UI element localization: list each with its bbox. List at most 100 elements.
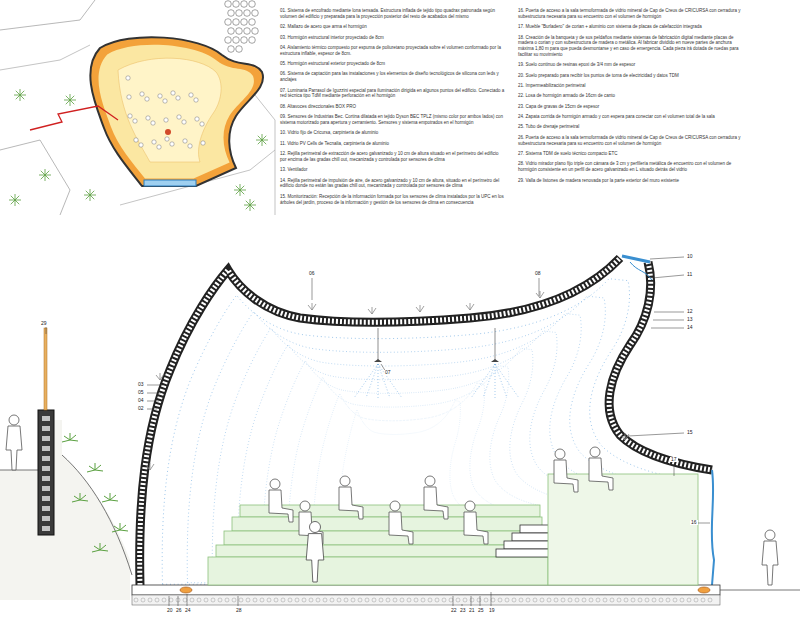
- tree-branch: [262, 136, 266, 140]
- tree-symbol: [9, 194, 21, 206]
- tree-branch: [90, 191, 94, 195]
- leader-line: [674, 464, 675, 476]
- light-beam: [378, 364, 379, 398]
- person-plan: [182, 120, 186, 124]
- roof-plant: [466, 303, 474, 310]
- gravel: [687, 598, 691, 602]
- site-line: [0, 0, 95, 30]
- gravel: [568, 598, 572, 602]
- leader-line: [651, 328, 684, 329]
- person-plan: [133, 119, 137, 123]
- person-head: [270, 479, 280, 489]
- ground-line: [0, 470, 38, 471]
- tree-symbol: [39, 169, 51, 181]
- gravel: [624, 598, 628, 602]
- legend-entry: 06. Sistema de captación para las instal…: [280, 71, 506, 83]
- floor-slab: [132, 585, 720, 595]
- gravel: [155, 598, 159, 602]
- legend-entry: 01. Sistema de encofrado mediante lona t…: [280, 8, 506, 20]
- person-body: [269, 490, 293, 522]
- seated-person: [339, 476, 363, 519]
- person-head: [300, 501, 310, 511]
- gravel: [407, 598, 411, 602]
- tree-symbol: [84, 189, 96, 201]
- gravel: [547, 598, 551, 602]
- tree-branch: [11, 200, 15, 204]
- leader-line: [653, 320, 684, 321]
- legend-entry: 13. Ventilador: [280, 167, 506, 173]
- callout-number: 07: [384, 370, 392, 375]
- gravel: [582, 598, 586, 602]
- plant: [72, 493, 88, 502]
- callout-number: 13: [686, 317, 694, 322]
- callout-number: 08: [534, 271, 542, 276]
- tree-branch: [236, 186, 240, 190]
- person-plan: [151, 121, 155, 125]
- leader-line: [471, 596, 472, 606]
- tree-branch: [240, 186, 244, 190]
- person-plan: [163, 99, 167, 103]
- tree-branch: [15, 196, 19, 200]
- person-plan: [158, 94, 162, 98]
- wall-block: [42, 496, 50, 501]
- stone: [233, 37, 240, 44]
- legend-entry: 02. Mallazo de acero que arma el hormigó…: [280, 24, 506, 30]
- tree-branch: [15, 200, 19, 204]
- person-plan: [170, 142, 174, 146]
- tree-branch: [70, 100, 74, 104]
- light-beam: [354, 364, 378, 398]
- site-line: [255, 95, 275, 215]
- gravel: [267, 598, 271, 602]
- gravel: [393, 598, 397, 602]
- leader-line: [652, 275, 684, 278]
- tree-branch: [258, 136, 262, 140]
- person-plan: [140, 92, 144, 96]
- tree-branch: [250, 201, 254, 205]
- plant: [62, 433, 78, 442]
- leader-line: [462, 604, 463, 606]
- glass-frame: [630, 262, 652, 280]
- person-plan: [126, 76, 130, 80]
- gravel: [694, 598, 698, 602]
- stone: [236, 46, 243, 53]
- stone: [225, 19, 232, 26]
- wall-block: [42, 486, 50, 491]
- site-plan: [0, 0, 275, 215]
- speaker-plan: [165, 129, 171, 135]
- tree-branch: [246, 205, 250, 209]
- building-interior-plan: [99, 45, 254, 179]
- stone: [225, 37, 232, 44]
- seating-step: [232, 517, 542, 531]
- callout-number: 10: [686, 254, 694, 259]
- wall-block: [42, 416, 50, 421]
- legend-entry: 27. Sistema TDM de suelo técnico compact…: [518, 151, 744, 157]
- callout-number: 24: [184, 608, 192, 613]
- gravel: [526, 598, 530, 602]
- tree-symbol: [256, 134, 268, 146]
- callout-number: 12: [686, 309, 694, 314]
- stone: [244, 28, 251, 35]
- person-plan: [189, 93, 193, 97]
- tree-branch: [236, 190, 240, 194]
- gravel: [680, 598, 684, 602]
- legend-entry: 11. Vidrio PV Cells de Tecnalia, carpint…: [280, 141, 506, 147]
- gravel: [232, 598, 236, 602]
- gravel: [148, 598, 152, 602]
- person-head: [425, 476, 435, 486]
- callout-number: 14: [686, 325, 694, 330]
- gravel: [701, 598, 705, 602]
- gravel: [519, 598, 523, 602]
- gravel: [190, 598, 194, 602]
- tree-branch: [41, 175, 45, 179]
- gravel: [400, 598, 404, 602]
- gravel: [603, 598, 607, 602]
- seated-person: [589, 447, 613, 490]
- tree-branch: [86, 195, 90, 199]
- gravel: [386, 598, 390, 602]
- leader-line: [539, 278, 540, 296]
- legend-entry: 04. Aislamiento térmico compuesto por es…: [280, 45, 506, 57]
- plant: [87, 463, 103, 472]
- skylight-glass: [622, 256, 650, 262]
- person-body: [589, 458, 613, 490]
- gravel: [554, 598, 558, 602]
